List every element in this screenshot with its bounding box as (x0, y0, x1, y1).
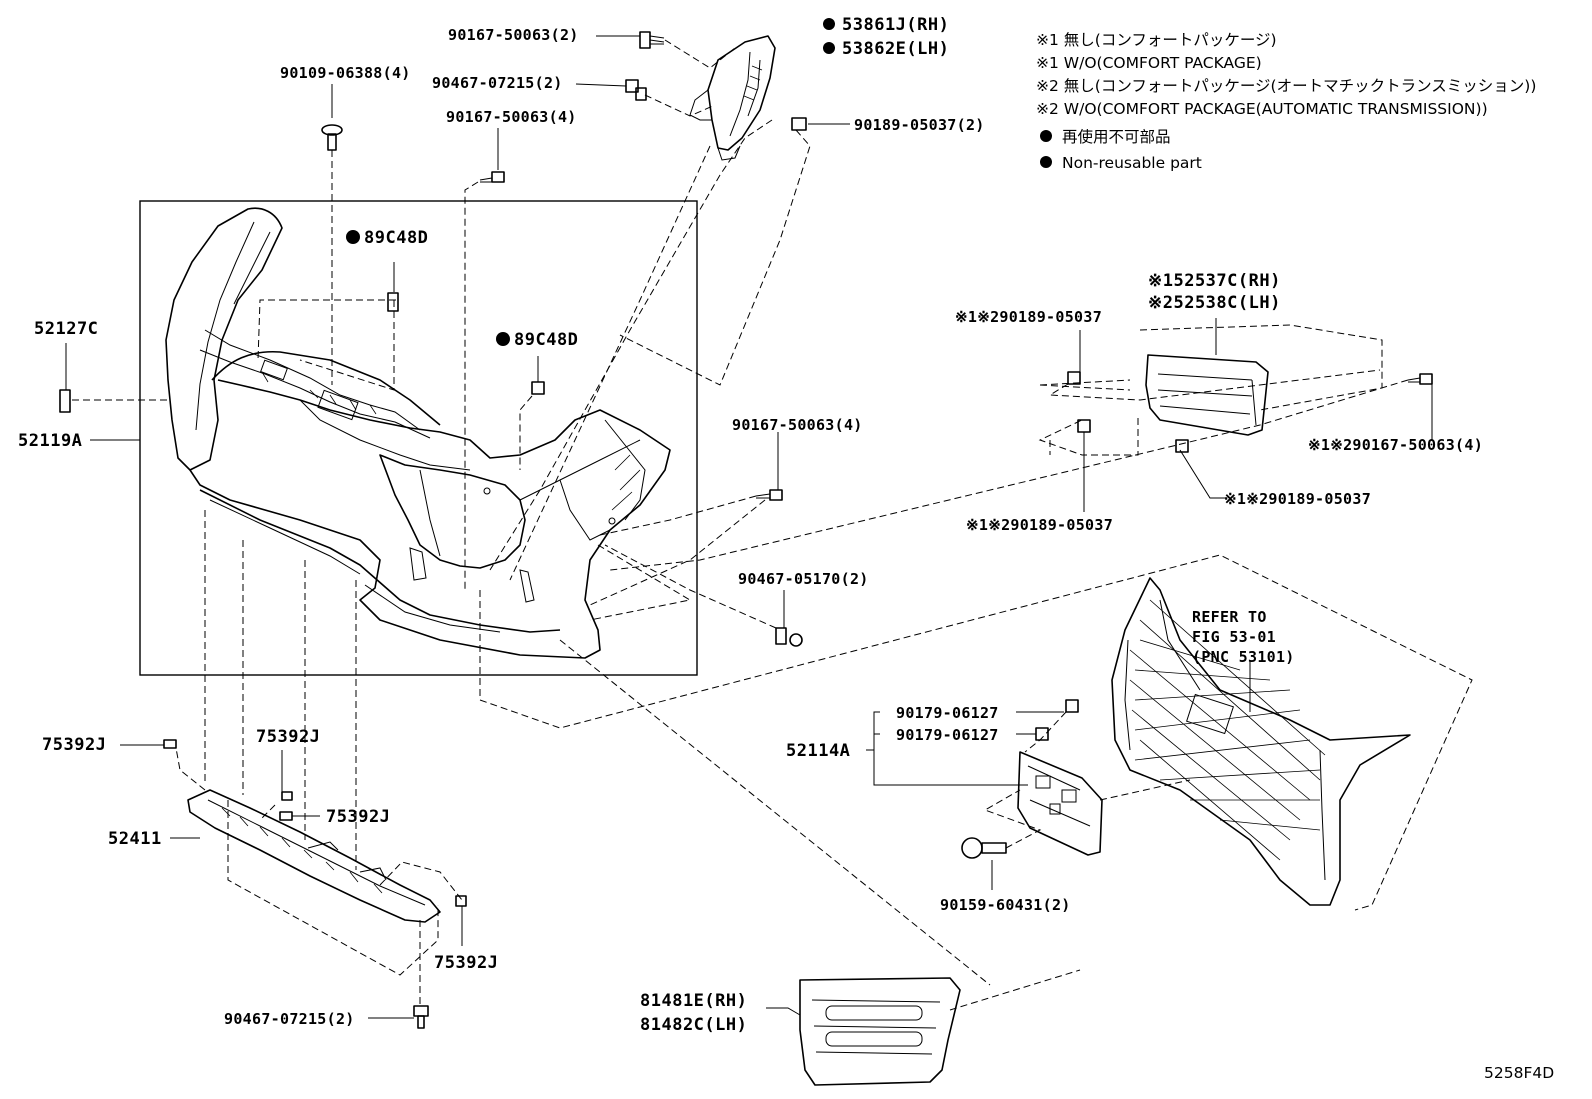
bumper-cover-52119A (165, 207, 671, 659)
label-81482C: 81482C(LH) (640, 1015, 747, 1035)
note-2-jp: ※2 無し(コンフォートパッケージ(オートマチックトランスミッション)) (1036, 77, 1536, 95)
nut-icon (1067, 371, 1081, 385)
label-90467-07215-bot: 90467-07215(2) (224, 1010, 355, 1028)
label-52119A: 52119A (18, 431, 82, 451)
assembly-lines (72, 39, 1473, 1011)
fasteners (59, 31, 1433, 1029)
clip-icon (775, 627, 803, 647)
notes-legend: ※1 無し(コンフォートパッケージ) ※1 W/O(COMFORT PACKAG… (1036, 31, 1536, 172)
non-reusable-dot-icon (1040, 130, 1052, 142)
lower-spoiler-52411 (187, 789, 441, 923)
non-reusable-dot-icon (496, 332, 510, 346)
note-1-jp: ※1 無し(コンフォートパッケージ) (1036, 31, 1277, 49)
label-90179-06127-a: 90179-06127 (896, 704, 999, 722)
note-nonreusable-en: Non-reusable part (1062, 154, 1202, 172)
label-75392J-b: 75392J (256, 727, 320, 747)
non-reusable-dot-icon (346, 230, 360, 244)
label-90189-05037-s2: ※1※290189-05037 (1224, 490, 1371, 508)
note-1-en: ※1 W/O(COMFORT PACKAGE) (1036, 54, 1262, 72)
screw-icon (1407, 373, 1433, 385)
radiator-grille (1111, 577, 1411, 906)
non-reusable-dot-icon (823, 18, 835, 30)
nut-icon (791, 117, 807, 131)
label-90189-05037-s3: ※1※290189-05037 (966, 516, 1113, 534)
screw-icon (639, 31, 665, 49)
clip-icon (163, 739, 177, 749)
clip-icon (455, 895, 467, 907)
grille-insert-52537C (1145, 354, 1269, 436)
label-90467-07215-top: 90467-07215(2) (432, 74, 563, 92)
label-81481E: 81481E(RH) (640, 991, 747, 1011)
nut-icon (1065, 699, 1079, 713)
label-90109-06388: 90109-06388(4) (280, 64, 411, 82)
label-89C48D-a: 89C48D (364, 228, 428, 248)
sensor-retainer-icon (531, 381, 545, 395)
bracket-icon (59, 389, 71, 413)
label-52411: 52411 (108, 829, 162, 849)
label-90179-06127-b: 90179-06127 (896, 726, 999, 744)
screw-icon (479, 171, 505, 183)
screw-icon (755, 489, 783, 501)
label-52538C: ※252538C(LH) (1148, 293, 1281, 313)
label-52127C: 52127C (34, 319, 98, 339)
fog-cover-81481E (799, 977, 961, 1086)
label-90189-05037-s1: ※1※290189-05037 (955, 308, 1102, 326)
label-52537C: ※152537C(RH) (1148, 271, 1281, 291)
label-52114A: 52114A (786, 741, 850, 761)
nut-icon (1175, 439, 1189, 453)
label-90167-50063-4a: 90167-50063(4) (446, 108, 577, 126)
bolt-icon (321, 124, 343, 151)
clip-icon (625, 79, 647, 101)
bolt-icon (961, 837, 1007, 859)
label-90467-05170: 90467-05170(2) (738, 570, 869, 588)
figure-id: 5258F4D (1484, 1064, 1554, 1082)
license-bracket-52114A (1017, 751, 1103, 856)
label-53861J: 53861J(RH) (842, 15, 949, 35)
label-90167-50063-2: 90167-50063(2) (448, 26, 579, 44)
grille-mesh (1129, 599, 1326, 861)
leader-lines (65, 35, 1433, 1019)
label-90167-50063-4b: 90167-50063(4) (732, 416, 863, 434)
label-90159-60431: 90159-60431(2) (940, 896, 1071, 914)
label-90189-05037-2: 90189-05037(2) (854, 116, 985, 134)
label-refer-2: FIG 53-01 (1192, 628, 1276, 646)
label-89C48D-b: 89C48D (514, 330, 578, 350)
bumper-group-frame (139, 200, 698, 676)
part-labels: 90167-50063(2) 53861J(RH) 53862E(LH) 901… (18, 15, 1554, 1082)
clip-icon (413, 1005, 429, 1029)
label-75392J-a: 75392J (42, 735, 106, 755)
clip-icon (281, 791, 293, 801)
label-53862E: 53862E(LH) (842, 39, 949, 59)
clip-icon (279, 811, 293, 821)
label-75392J-d: 75392J (434, 953, 498, 973)
non-reusable-dot-icon (1040, 156, 1052, 168)
label-refer-1: REFER TO (1192, 608, 1267, 626)
note-nonreusable-jp: 再使用不可部品 (1062, 128, 1171, 146)
note-2-en: ※2 W/O(COMFORT PACKAGE(AUTOMATIC TRANSMI… (1036, 100, 1488, 118)
bumper-retainer-53861J (689, 35, 776, 161)
nut-icon (1077, 419, 1091, 433)
label-refer-3: (PNC 53101) (1192, 648, 1295, 666)
sensor-retainer-icon (387, 292, 399, 312)
non-reusable-dot-icon (823, 42, 835, 54)
label-75392J-c: 75392J (326, 807, 390, 827)
label-90167-50063-4c: ※1※290167-50063(4) (1308, 436, 1483, 454)
